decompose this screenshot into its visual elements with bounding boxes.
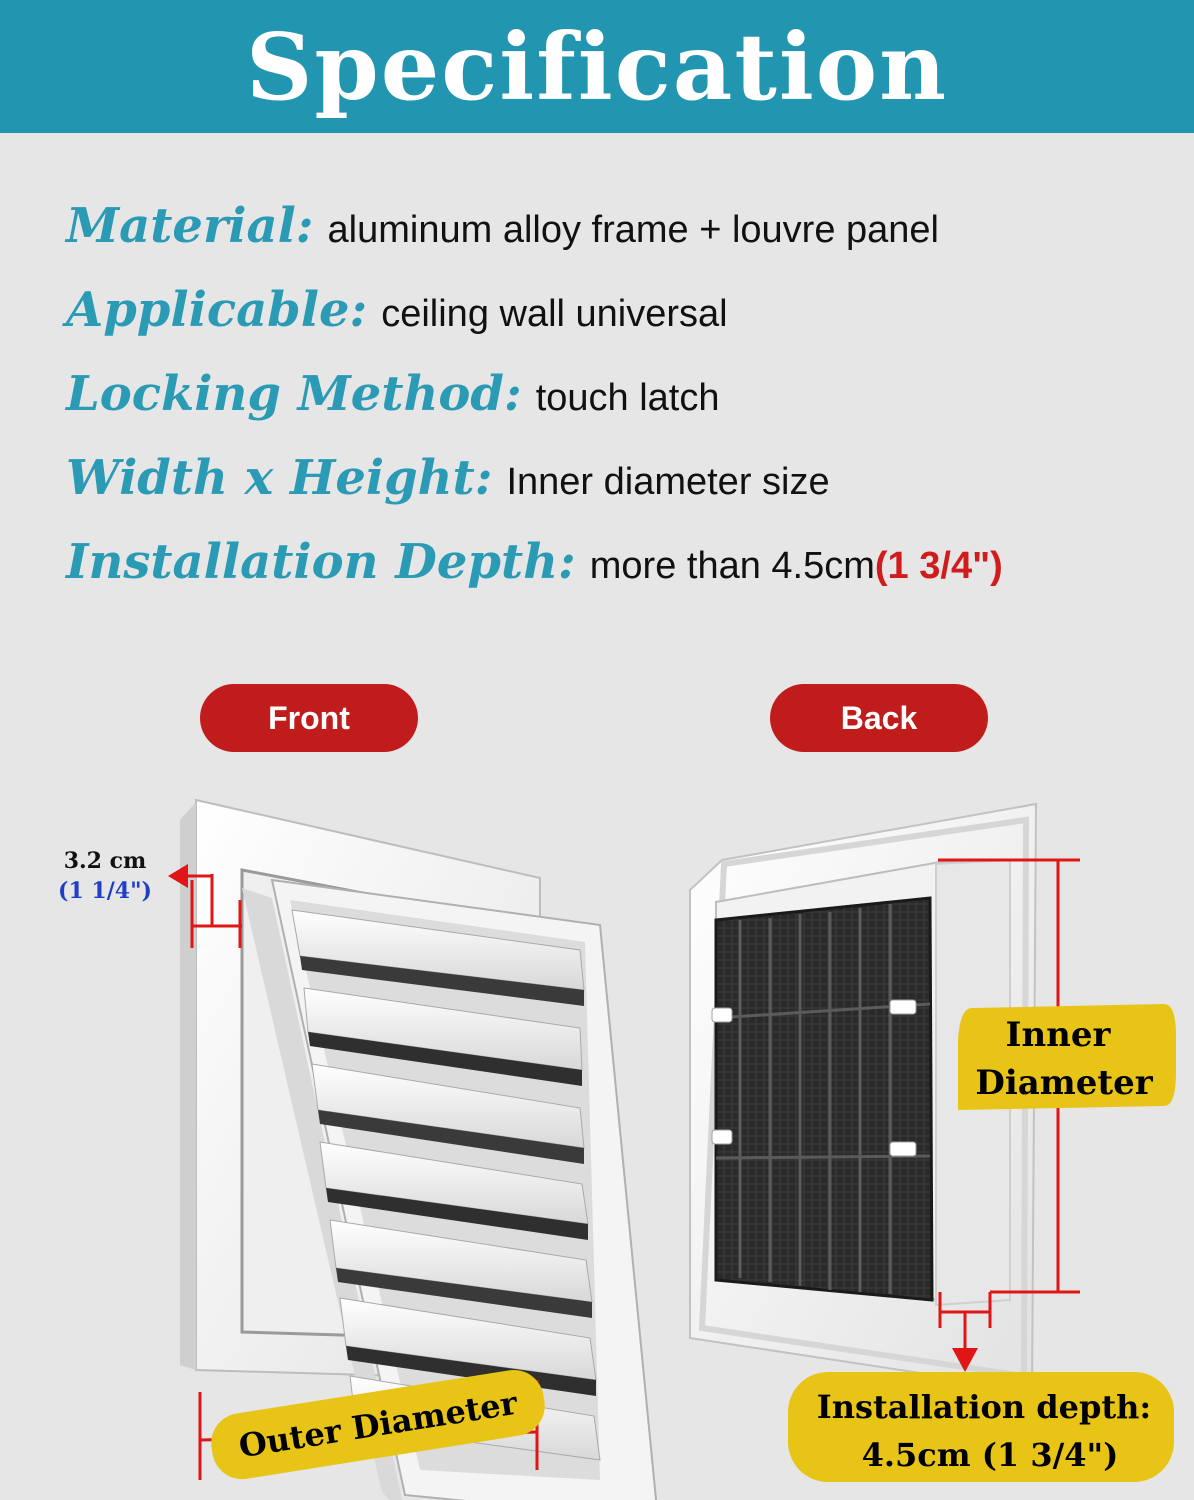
- arrow-left-icon: [168, 864, 188, 888]
- header-banner: Specification: [0, 0, 1194, 133]
- spec-value: Inner diameter size: [506, 461, 830, 503]
- installation-depth-label-line2: 4.5cm (1 3/4"): [862, 1436, 1119, 1474]
- spec-label: Installation Depth:: [66, 534, 576, 590]
- spec-row-material: Material: aluminum alloy frame + louvre …: [66, 198, 1166, 282]
- spec-row-locking-method: Locking Method: touch latch: [66, 366, 1166, 450]
- front-view-badge: Front: [200, 684, 418, 752]
- installation-depth-label-line1: Installation depth:: [817, 1388, 1151, 1426]
- spec-value-accent: (1 3/4"): [874, 545, 1003, 587]
- inner-diameter-label-line1: Inner: [1006, 1015, 1112, 1055]
- spec-value: touch latch: [535, 377, 720, 419]
- spec-label: Width x Height:: [66, 450, 493, 506]
- spec-label: Material:: [66, 198, 314, 254]
- spec-label: Applicable:: [66, 282, 368, 338]
- spec-row-applicable: Applicable: ceiling wall universal: [66, 282, 1166, 366]
- inner-diameter-tag: Inner Diameter: [958, 1004, 1176, 1110]
- front-depth-cm: 3.2 cm: [63, 848, 147, 874]
- spec-value: more than 4.5cm: [589, 545, 875, 587]
- spec-row-width-height: Width x Height: Inner diameter size: [66, 450, 1166, 534]
- spec-list: Material: aluminum alloy frame + louvre …: [66, 198, 1166, 618]
- page-title: Specification: [245, 12, 949, 121]
- filter-mesh: [714, 896, 934, 1302]
- mesh-clips: [711, 999, 917, 1157]
- front-depth-inch: (1 1/4"): [58, 878, 152, 904]
- spec-value: aluminum alloy frame + louvre panel: [327, 209, 940, 251]
- front-vent: Outer Diameter: [168, 798, 658, 1500]
- spec-label: Locking Method:: [66, 366, 522, 422]
- installation-depth-dimension: [938, 1292, 992, 1372]
- installation-depth-tag: Installation depth: 4.5cm (1 3/4"): [788, 1372, 1174, 1482]
- spec-value: ceiling wall universal: [381, 293, 728, 335]
- spec-row-installation-depth: Installation Depth: more than 4.5cm(1 3/…: [66, 534, 1166, 618]
- arrow-down-icon: [952, 1348, 978, 1372]
- back-view-badge: Back: [770, 684, 988, 752]
- outer-diameter-tag: Outer Diameter: [211, 1369, 545, 1480]
- product-illustration: Outer Diameter: [168, 798, 1176, 1500]
- inner-diameter-label-line2: Diameter: [975, 1063, 1153, 1103]
- front-depth-dimension: [168, 864, 242, 948]
- back-vent: Inner Diameter Installation depth: 4.5cm…: [689, 802, 1176, 1482]
